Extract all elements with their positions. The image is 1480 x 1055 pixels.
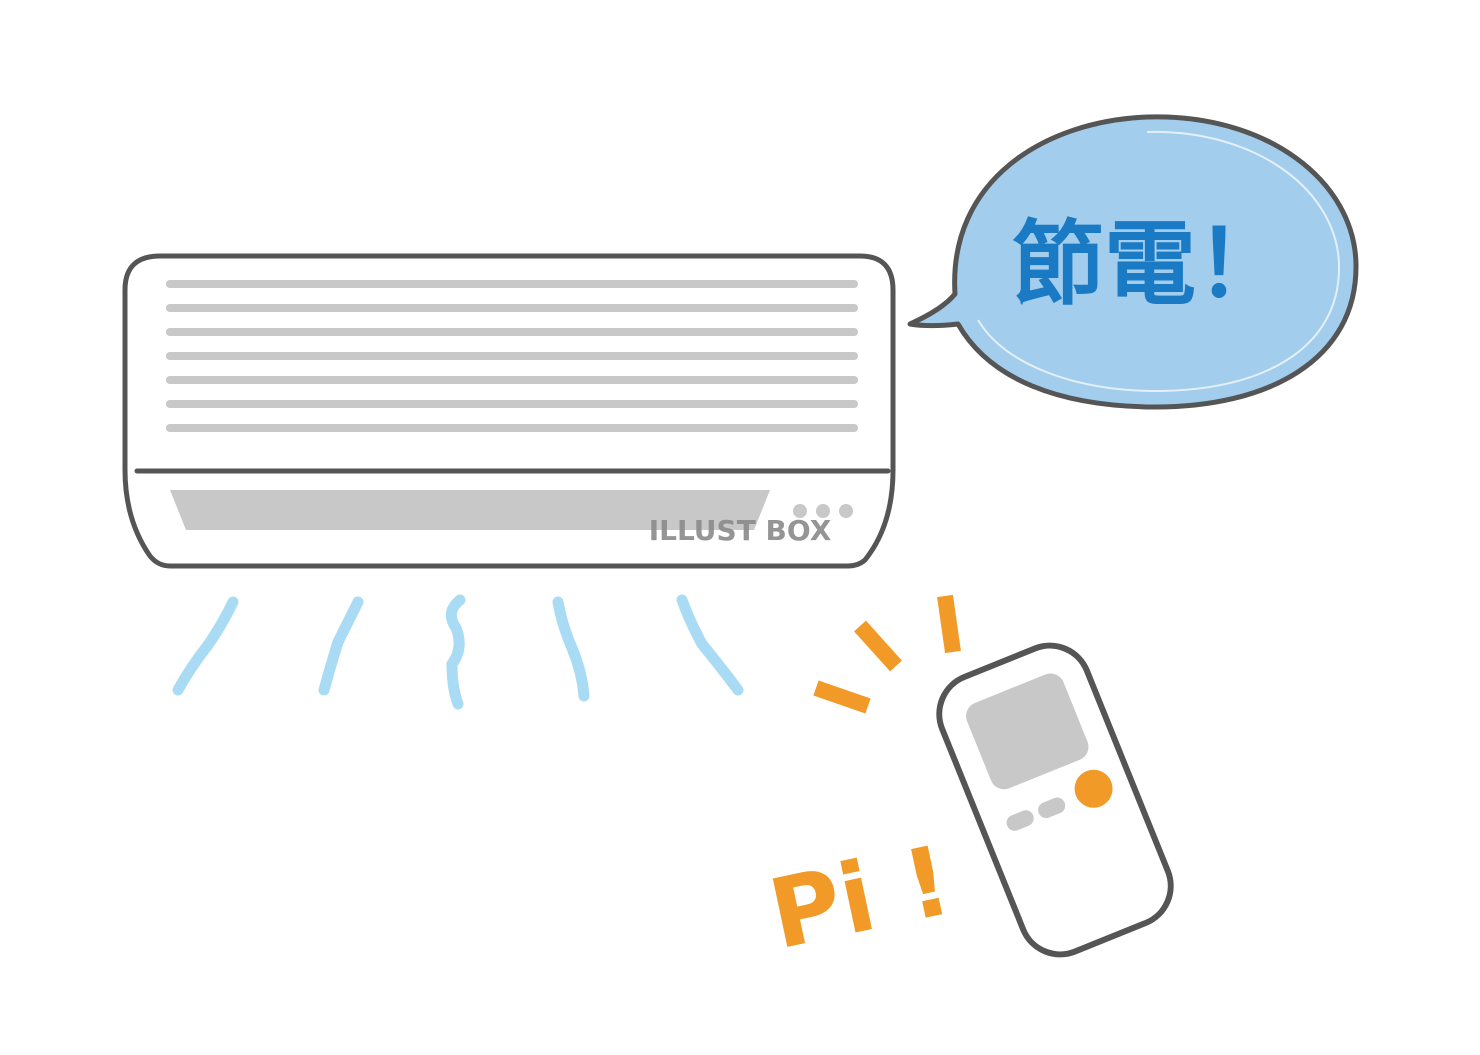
speech-bubble: 節電！ bbox=[907, 114, 1359, 410]
indicator-light bbox=[816, 504, 830, 518]
remote-screen bbox=[966, 673, 1089, 790]
airflow-lines bbox=[172, 594, 744, 710]
signal-mark bbox=[854, 620, 902, 672]
speech-bubble-text: 節電！ bbox=[1012, 211, 1288, 318]
airflow-line bbox=[172, 596, 239, 696]
remote-button bbox=[1006, 810, 1034, 831]
indicator-light bbox=[839, 504, 853, 518]
speech-bubble-inner-highlight bbox=[977, 130, 1341, 393]
remote-button bbox=[1038, 797, 1066, 819]
watermark-text: ILLUST BOX bbox=[649, 514, 832, 547]
airflow-line bbox=[676, 594, 744, 696]
air-conditioner-icon: ILLUST BOX bbox=[122, 253, 896, 569]
airflow-line bbox=[552, 596, 590, 702]
remote-control-icon bbox=[936, 642, 1174, 958]
indicator-light bbox=[793, 504, 807, 518]
ac-air-outlet bbox=[170, 490, 770, 530]
remote-sound-text: Pi ! bbox=[760, 824, 960, 971]
airflow-line bbox=[318, 596, 364, 696]
ac-indicator-lights bbox=[793, 504, 853, 518]
speech-bubble-shape bbox=[907, 114, 1359, 410]
signal-mark bbox=[937, 594, 961, 654]
signal-marks bbox=[813, 594, 961, 714]
airflow-line bbox=[445, 594, 466, 710]
ac-vent-slats bbox=[166, 280, 858, 432]
remote-power-button bbox=[1074, 769, 1113, 808]
signal-mark bbox=[813, 680, 871, 714]
